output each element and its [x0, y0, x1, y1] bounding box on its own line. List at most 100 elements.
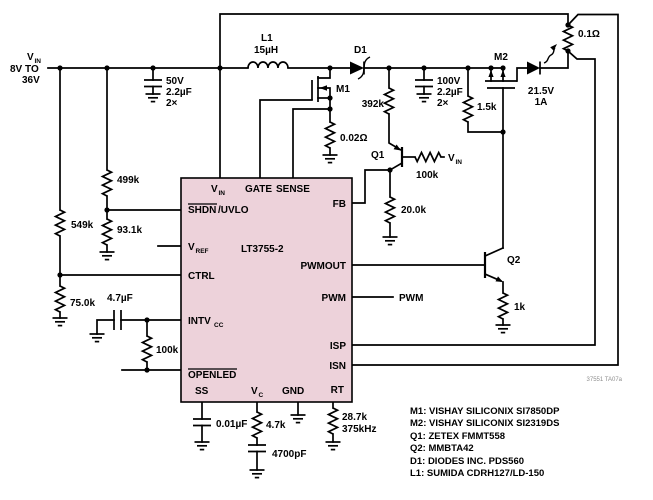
- pin-label-intvcc: INTV: [188, 316, 211, 327]
- ic-part-number: LT3755-2: [241, 244, 284, 255]
- pin-label-vref-sub: REF: [196, 248, 209, 255]
- cintvcc-value: 4.7µF: [107, 293, 133, 304]
- q1-vin-label: V: [448, 153, 455, 164]
- rsw-value: 0.02Ω: [340, 133, 367, 144]
- resistor-ctrl-bottom: [54, 285, 66, 313]
- d1-ref: D1: [354, 45, 367, 56]
- r1k-value: 1k: [514, 302, 526, 313]
- pin-label-vin: V: [211, 184, 218, 195]
- resistor-fb-top: [383, 87, 395, 115]
- note-m1: M1: VISHAY SILICONIX SI7850DP: [410, 406, 560, 417]
- css-value: 0.01µF: [216, 419, 247, 430]
- inductor-l1: [247, 61, 289, 69]
- diode-d1: [350, 56, 371, 80]
- capacitor-intvcc: [113, 310, 122, 330]
- r499k-value: 499k: [117, 175, 140, 186]
- q1-ref: Q1: [371, 150, 385, 161]
- pin-label-intvcc-sub: CC: [214, 322, 224, 329]
- resistor-q1-base: [414, 151, 442, 163]
- resistor-q2-emitter: [497, 292, 509, 320]
- resistor-rt: [327, 407, 339, 435]
- resistor-fb-bottom: [384, 196, 396, 224]
- pwm-net-label: PWM: [399, 293, 423, 304]
- pin-label-openled: OPENLED: [188, 370, 236, 381]
- input-range-line1: 8V TO: [10, 64, 39, 75]
- pin-label-pwm: PWM: [322, 293, 346, 304]
- pin-label-vc: V: [251, 386, 258, 397]
- resistor-led-sense: [562, 24, 574, 52]
- pin-label-isp: ISP: [330, 341, 346, 352]
- pin-label-ss: SS: [195, 386, 209, 397]
- ic-lt3755: V IN GATE SENSE SHDN /UVLO V REF CTRL IN…: [180, 177, 353, 403]
- capacitor-ss: [192, 418, 212, 427]
- q1-vin-sub: IN: [456, 159, 463, 166]
- rvc-value: 4.7k: [266, 420, 286, 431]
- pin-label-isn: ISN: [329, 361, 346, 372]
- cin-voltage: 50V: [166, 76, 184, 87]
- transistor-q2: [483, 252, 503, 282]
- m2-ref: M2: [494, 52, 508, 63]
- rrt-freq: 375kHz: [342, 424, 376, 435]
- pin-label-sense: SENSE: [276, 184, 310, 195]
- q2-ref: Q2: [507, 255, 521, 266]
- l1-value: 15µH: [254, 45, 278, 56]
- pin-label-vc-sub: C: [259, 392, 264, 399]
- resistor-openled-pullup: [141, 335, 153, 363]
- r93k-value: 93.1k: [117, 225, 142, 236]
- note-d1: D1: DIODES INC. PDS560: [410, 456, 524, 467]
- figure-watermark: 37551 TA07a: [587, 377, 623, 383]
- mosfet-m1: [311, 76, 327, 102]
- capacitor-output: [414, 79, 434, 88]
- pin-label-pwmout: PWMOUT: [300, 261, 346, 272]
- pin-label-ctrl: CTRL: [188, 271, 215, 282]
- cout-value: 2.2µF: [437, 87, 463, 98]
- note-m2: M2: VISHAY SILICONIX SI2319DS: [410, 418, 559, 429]
- junction-dots: [57, 22, 571, 373]
- r549k-value: 549k: [71, 220, 94, 231]
- resistor-ctrl-top: [54, 209, 66, 237]
- r75k-value: 75.0k: [70, 298, 95, 309]
- note-l1: L1: SUMIDA CDRH127/LD-150: [410, 468, 544, 479]
- input-range-line2: 36V: [22, 75, 40, 86]
- capacitor-input: [143, 79, 163, 88]
- r392k-value: 392k: [362, 99, 385, 110]
- r1k5-value: 1.5k: [477, 102, 497, 113]
- note-q2: Q2: MMBTA42: [410, 443, 474, 454]
- pin-label-shdn: SHDN: [188, 205, 216, 216]
- resistor-gate-pullup: [462, 95, 474, 123]
- pin-label-vin-sub: IN: [219, 190, 226, 197]
- cin-value: 2.2µF: [166, 87, 192, 98]
- r100k-openled-value: 100k: [156, 345, 179, 356]
- mosfet-m2: [485, 67, 528, 89]
- parts-list: M1: VISHAY SILICONIX SI7850DP M2: VISHAY…: [410, 406, 560, 479]
- capacitor-vc: [247, 444, 267, 453]
- cvc-value: 4700pF: [272, 449, 306, 460]
- cin-qty: 2×: [166, 98, 178, 109]
- pin-label-rt: RT: [331, 385, 344, 396]
- wires: [47, 13, 619, 471]
- led-string: [527, 44, 557, 75]
- led-current: 1A: [535, 97, 548, 108]
- l1-ref: L1: [261, 33, 273, 44]
- rrt-value: 28.7k: [342, 412, 367, 423]
- cout-voltage: 100V: [437, 76, 461, 87]
- input-v-label: V: [27, 52, 34, 63]
- pin-label-fb: FB: [333, 199, 346, 210]
- r20k-value: 20.0k: [401, 205, 426, 216]
- pin-label-vref: V: [188, 242, 195, 253]
- m1-ref: M1: [336, 84, 350, 95]
- r100k-base-value: 100k: [416, 170, 439, 181]
- rledsense-value: 0.1Ω: [578, 29, 600, 40]
- led-voltage: 21.5V: [528, 86, 554, 97]
- transistor-q1: [393, 144, 404, 167]
- resistor-uvlo-bottom: [101, 218, 113, 246]
- note-q1: Q1: ZETEX FMMT558: [410, 431, 505, 442]
- resistor-uvlo-top: [101, 169, 113, 197]
- pin-label-uvlo: /UVLO: [218, 205, 249, 216]
- pin-label-gnd: GND: [282, 386, 304, 397]
- resistor-switch-sense: [324, 121, 336, 149]
- cout-qty: 2×: [437, 98, 449, 109]
- pin-label-gate: GATE: [245, 184, 272, 195]
